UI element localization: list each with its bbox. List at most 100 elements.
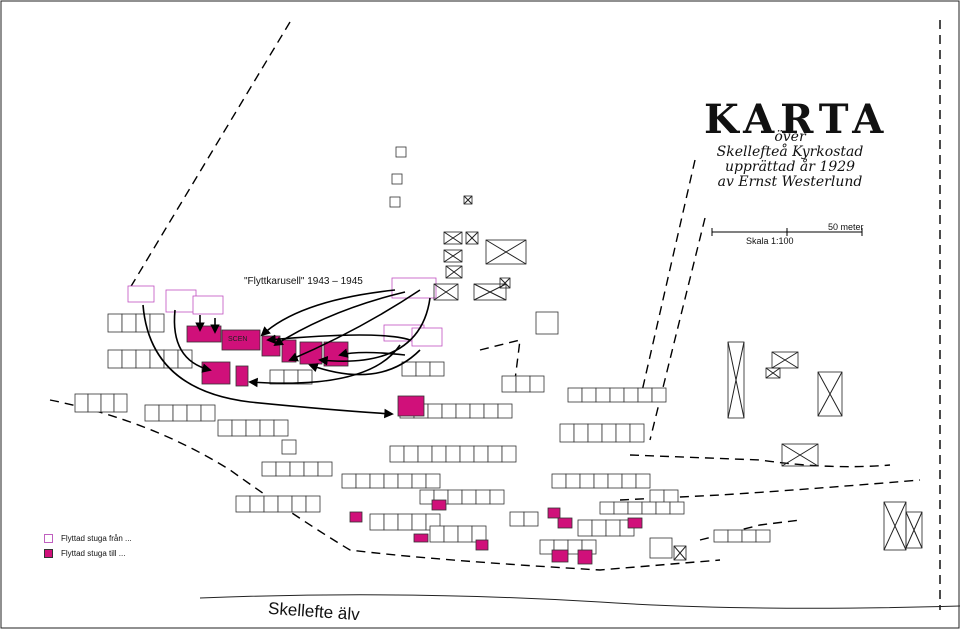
- cabin: [457, 525, 473, 543]
- structure-cross: [443, 249, 463, 263]
- moved-from-house: [391, 277, 437, 299]
- cabin: [317, 461, 333, 477]
- structure-cross: [673, 545, 687, 561]
- legend-label: Flyttad stuga till ...: [61, 548, 126, 558]
- cabin: [369, 473, 385, 489]
- cabin: [305, 495, 321, 513]
- structure-cross: [499, 277, 511, 289]
- cabin: [651, 387, 667, 403]
- crossed-structure: [473, 283, 507, 301]
- moved-to-house: [397, 395, 425, 417]
- structure-cross: [485, 239, 527, 265]
- cabin: [473, 445, 489, 463]
- crossed-structure: [465, 231, 479, 245]
- cabin: [461, 489, 477, 505]
- cabin: [403, 445, 419, 463]
- cabin: [277, 495, 293, 513]
- subtitle-line: av Ernst Westerlund: [717, 174, 863, 190]
- cabin: [355, 473, 371, 489]
- cabin: [135, 349, 151, 369]
- moved-to-house: [299, 341, 323, 365]
- cabin: [615, 423, 631, 443]
- crossed-structure: [771, 351, 799, 369]
- cabin: [121, 349, 137, 369]
- structure-cross: [433, 283, 459, 301]
- cabin: [395, 146, 407, 158]
- cabin: [649, 537, 673, 559]
- cabin: [261, 461, 277, 477]
- cabin: [249, 495, 265, 513]
- cabin: [107, 313, 123, 333]
- cabin: [425, 473, 441, 489]
- structure-cross: [445, 265, 463, 279]
- cabin: [369, 513, 385, 531]
- cabin: [397, 473, 413, 489]
- crossed-structure: [433, 283, 459, 301]
- crossed-structure: [499, 277, 511, 289]
- cabin: [411, 513, 427, 531]
- cabin: [497, 403, 513, 419]
- moved-to-house: [431, 499, 447, 511]
- cabin: [669, 501, 685, 515]
- crossed-structure: [727, 341, 745, 419]
- cabin: [501, 445, 517, 463]
- legend-item-from: Flyttad stuga från ...: [44, 532, 132, 544]
- cabin: [235, 495, 251, 513]
- cabin: [74, 393, 89, 413]
- moved-to-house: [551, 549, 569, 563]
- cabin: [383, 513, 399, 531]
- cabin: [415, 361, 431, 377]
- cabin: [621, 473, 637, 489]
- cabin: [607, 473, 623, 489]
- scale-ratio-label: Skala 1:100: [746, 236, 794, 246]
- cabin: [429, 525, 445, 543]
- crossed-structures: [433, 195, 923, 561]
- structure-cross: [771, 351, 799, 369]
- cabin: [455, 403, 471, 419]
- structure-cross: [443, 231, 463, 245]
- cabin: [121, 313, 137, 333]
- structure-cross: [883, 501, 907, 551]
- cabin: [273, 419, 289, 437]
- cabin: [577, 519, 593, 537]
- cabin: [447, 489, 463, 505]
- cabin: [177, 349, 193, 369]
- cabin: [489, 489, 505, 505]
- cabin: [297, 369, 313, 385]
- subtitle-line: Skellefteå Kyrkostad: [716, 144, 864, 160]
- structure-cross: [727, 341, 745, 419]
- cabin: [291, 495, 307, 513]
- move-arrows: [142, 289, 431, 419]
- cabin: [593, 473, 609, 489]
- cabin: [443, 525, 459, 543]
- cabin: [641, 501, 657, 515]
- map-title: KARTA: [704, 96, 890, 143]
- cabin: [459, 445, 475, 463]
- cabin: [283, 369, 299, 385]
- cabin: [397, 513, 413, 531]
- scale-distance-label: 50 meter: [828, 222, 864, 232]
- cabin: [523, 511, 539, 527]
- cabin: [655, 501, 671, 515]
- cabin: [713, 529, 729, 543]
- cabin: [245, 419, 261, 437]
- cabin: [509, 511, 525, 527]
- scale-bar: [711, 228, 863, 236]
- cabin: [231, 419, 247, 437]
- cabin: [281, 439, 297, 455]
- legend-swatch-from: [44, 533, 53, 543]
- cabin: [471, 525, 487, 543]
- legend-item-to: Flyttad stuga till ...: [44, 547, 132, 559]
- legend-label: Flyttad stuga från ...: [61, 533, 132, 543]
- moved-from-house: [127, 285, 155, 303]
- crossed-structure: [445, 265, 463, 279]
- moved-to-house: [627, 517, 643, 529]
- structure-cross: [465, 231, 479, 245]
- cabin: [613, 501, 629, 515]
- cabin: [515, 375, 531, 393]
- moved-to-house: [201, 361, 231, 385]
- cabin: [389, 445, 405, 463]
- cabin: [635, 473, 651, 489]
- cabin: [411, 473, 427, 489]
